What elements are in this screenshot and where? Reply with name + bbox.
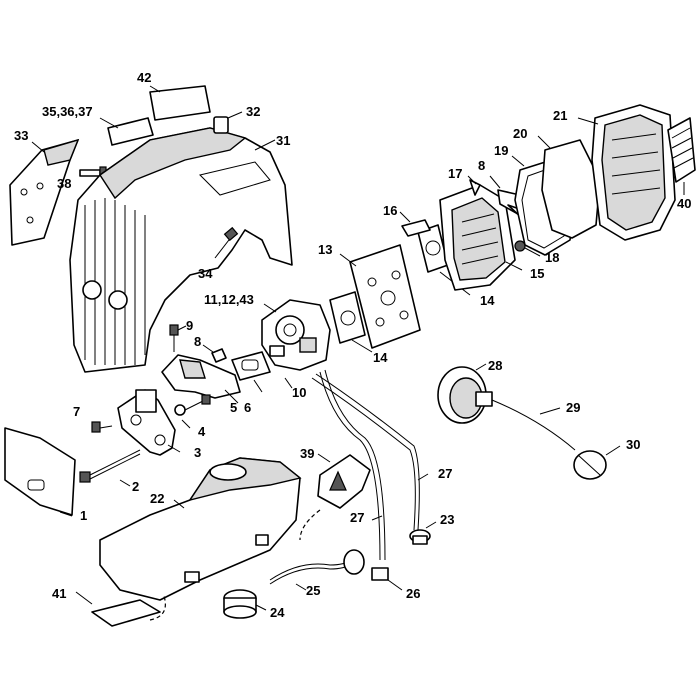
label-33: 33 bbox=[14, 128, 28, 143]
label-39: 39 bbox=[300, 446, 314, 461]
part-30-knob[interactable] bbox=[573, 445, 621, 480]
part-10-leader bbox=[284, 377, 293, 389]
label-41: 41 bbox=[52, 586, 66, 601]
part-35-36-37-plate[interactable] bbox=[99, 117, 154, 146]
label-22: 22 bbox=[150, 491, 164, 506]
label-18: 18 bbox=[545, 250, 559, 265]
part-13-plate[interactable] bbox=[339, 244, 421, 349]
label-6: 6 bbox=[244, 400, 251, 415]
label-42: 42 bbox=[137, 70, 151, 85]
label-14-lower: 14 bbox=[373, 350, 388, 365]
part-27-fuel-line[interactable] bbox=[311, 369, 429, 561]
label-14-upper: 14 bbox=[480, 293, 495, 308]
part-34-screw[interactable] bbox=[214, 226, 239, 259]
label-30: 30 bbox=[626, 437, 640, 452]
label-23: 23 bbox=[440, 512, 454, 527]
part-39-warning-label[interactable] bbox=[299, 453, 371, 541]
label-9: 9 bbox=[186, 318, 193, 333]
label-26: 26 bbox=[406, 586, 420, 601]
label-8-right: 8 bbox=[478, 158, 485, 173]
label-16: 16 bbox=[383, 203, 397, 218]
part-33-side-cover[interactable] bbox=[9, 138, 80, 246]
label-4: 4 bbox=[198, 424, 206, 439]
label-28: 28 bbox=[488, 358, 502, 373]
label-15: 15 bbox=[530, 266, 544, 281]
part-7-screw[interactable] bbox=[91, 421, 113, 433]
part-28-starter-cap[interactable] bbox=[437, 363, 493, 424]
label-11-12-43: 11,12,43 bbox=[204, 292, 254, 307]
part-20-prefilter[interactable] bbox=[537, 135, 601, 239]
label-17: 17 bbox=[448, 166, 462, 181]
label-3: 3 bbox=[194, 445, 201, 460]
label-5: 5 bbox=[230, 400, 237, 415]
label-27-right: 27 bbox=[438, 466, 452, 481]
part-16-clip[interactable] bbox=[399, 211, 431, 237]
part-32-nut[interactable] bbox=[213, 111, 243, 134]
part-41-pad[interactable] bbox=[75, 591, 166, 627]
part-26-fitting[interactable] bbox=[371, 567, 403, 591]
label-34: 34 bbox=[198, 266, 213, 281]
label-35-36-37: 35,36,37 bbox=[42, 104, 93, 119]
part-3-mount[interactable] bbox=[117, 389, 181, 456]
part-17-clip[interactable] bbox=[467, 175, 481, 196]
label-13: 13 bbox=[318, 242, 332, 257]
part-9-screw[interactable] bbox=[169, 324, 187, 352]
label-21: 21 bbox=[553, 108, 567, 123]
part-4-screw[interactable] bbox=[174, 394, 211, 429]
part-15-filter-housing[interactable] bbox=[439, 184, 523, 291]
part-5-bracket[interactable] bbox=[161, 354, 241, 404]
label-2: 2 bbox=[132, 479, 139, 494]
label-19: 19 bbox=[494, 143, 508, 158]
label-8-left: 8 bbox=[194, 334, 201, 349]
part-24-filler-cap[interactable] bbox=[223, 589, 267, 619]
part-1-gasket-plate[interactable] bbox=[4, 427, 76, 517]
label-31: 31 bbox=[276, 133, 290, 148]
label-24: 24 bbox=[270, 605, 285, 620]
label-40: 40 bbox=[677, 196, 691, 211]
part-42-label-sticker[interactable] bbox=[149, 85, 211, 121]
label-27-left: 27 bbox=[350, 510, 364, 525]
label-10: 10 bbox=[292, 385, 306, 400]
part-29-cable[interactable] bbox=[491, 399, 576, 451]
part-31-shroud[interactable] bbox=[69, 127, 293, 373]
label-20: 20 bbox=[513, 126, 527, 141]
part-18-nut[interactable] bbox=[514, 240, 541, 257]
label-1: 1 bbox=[80, 508, 87, 523]
callout-labels: 42 35,36,37 32 31 33 38 34 9 8 5 6 10 11… bbox=[14, 70, 691, 620]
part-8-nut[interactable] bbox=[202, 344, 227, 363]
label-32: 32 bbox=[246, 104, 260, 119]
part-40-filter-panel[interactable] bbox=[667, 117, 696, 195]
part-22-fuel-tank[interactable] bbox=[99, 457, 302, 601]
part-21-filter-cover[interactable] bbox=[577, 104, 676, 241]
part-2-bolt[interactable] bbox=[79, 449, 141, 487]
part-23-grommet[interactable] bbox=[409, 521, 437, 545]
label-38: 38 bbox=[57, 176, 71, 191]
part-6-gasket[interactable] bbox=[231, 351, 271, 393]
part-14-gasket-lower[interactable] bbox=[329, 291, 373, 353]
label-25: 25 bbox=[306, 583, 320, 598]
label-7: 7 bbox=[73, 404, 80, 419]
part-25-fuel-hose[interactable] bbox=[269, 549, 365, 591]
label-29: 29 bbox=[566, 400, 580, 415]
part-11-12-43-carburetor[interactable] bbox=[261, 299, 331, 371]
